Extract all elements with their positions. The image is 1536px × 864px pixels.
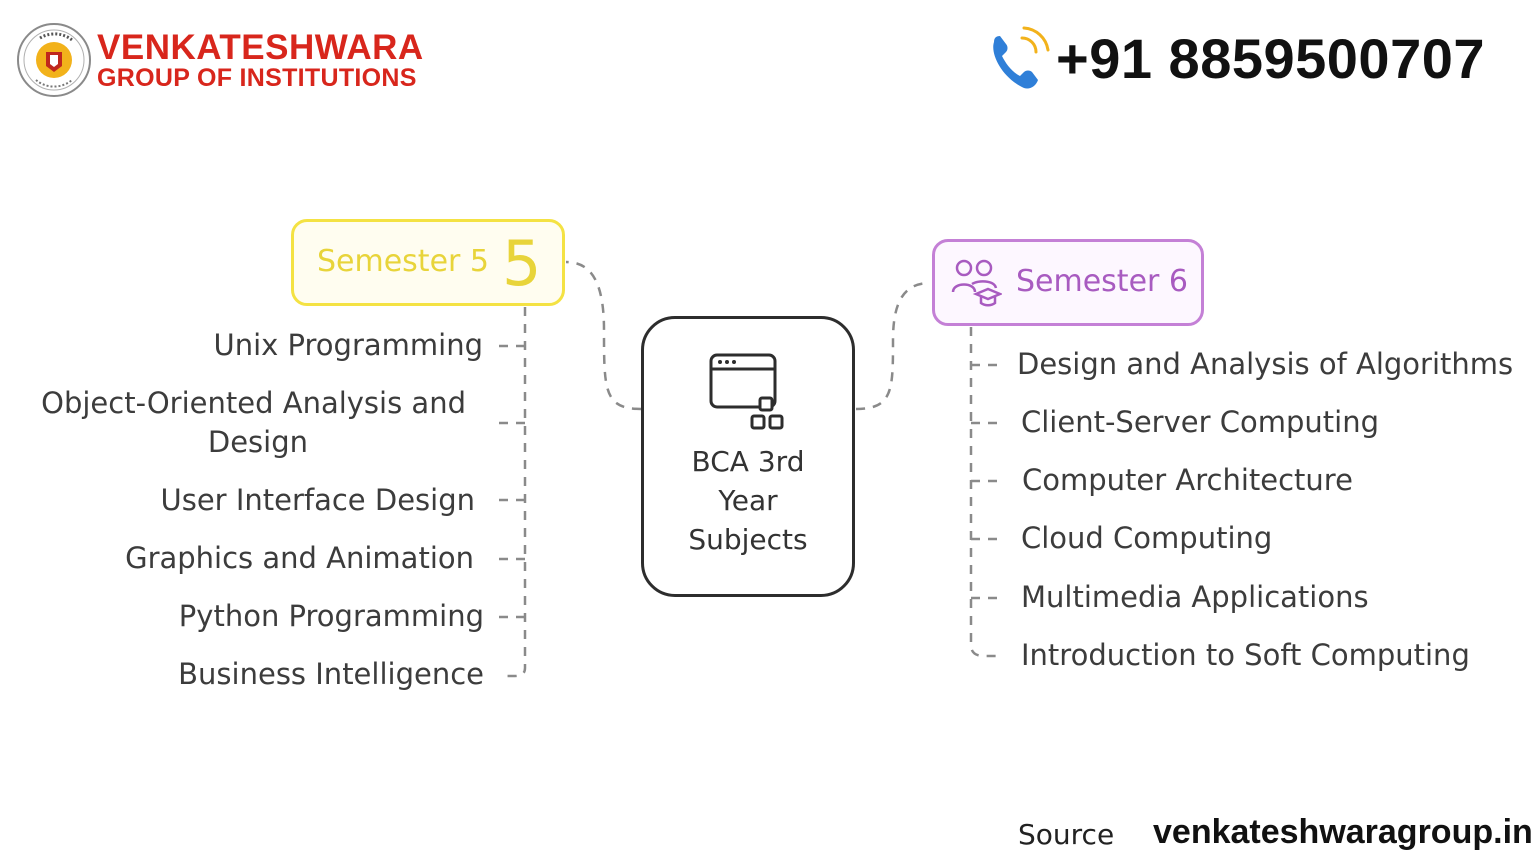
number-5-icon: 5 xyxy=(502,227,542,300)
semester-5-subject: Unix Programming xyxy=(213,328,484,362)
source-link[interactable]: venkateshwaragroup.in xyxy=(1153,813,1533,851)
brand-name: VENKATESHWARA xyxy=(97,28,424,67)
semester-5-subject: Python Programming xyxy=(178,599,484,633)
center-title-line3: Subjects xyxy=(688,523,808,556)
source-label: Source xyxy=(1018,818,1115,851)
center-title: BCA 3rd Year Subjects xyxy=(641,442,855,559)
center-node xyxy=(641,316,855,597)
semester-5-subject: User Interface Design xyxy=(160,483,476,517)
semester-6-subject: Multimedia Applications xyxy=(1021,580,1369,614)
institution-seal-icon xyxy=(17,23,91,97)
phone-number[interactable]: +91 8859500707 xyxy=(1056,27,1485,90)
app-window-blocks-icon xyxy=(709,353,784,430)
semester-6-label: Semester 6 xyxy=(1016,264,1188,299)
semester-5-subject-continued: Design xyxy=(207,425,308,459)
brand-subtitle: GROUP OF INSTITUTIONS xyxy=(97,64,417,92)
phone-ringing-icon xyxy=(993,26,1050,89)
semester-6-subject: Cloud Computing xyxy=(1021,521,1273,555)
semester-6-subject: Design and Analysis of Algorithms xyxy=(1017,347,1514,381)
semester-5-subject: Object-Oriented Analysis and xyxy=(41,386,466,420)
center-title-line1: BCA 3rd xyxy=(691,445,805,478)
center-title-line2: Year xyxy=(718,484,778,517)
semester-5-label: Semester 5 xyxy=(317,244,489,279)
semester-6-subject: Client-Server Computing xyxy=(1021,405,1379,439)
semester-6-subject: Computer Architecture xyxy=(1022,463,1353,497)
semester-5-node xyxy=(291,219,565,306)
users-graduation-icon xyxy=(951,259,1002,307)
semester-6-subject: Introduction to Soft Computing xyxy=(1021,638,1470,672)
semester-6-node xyxy=(932,239,1204,326)
semester-5-subject: Business Intelligence xyxy=(178,657,484,691)
semester-5-subject: Graphics and Animation xyxy=(125,541,474,575)
